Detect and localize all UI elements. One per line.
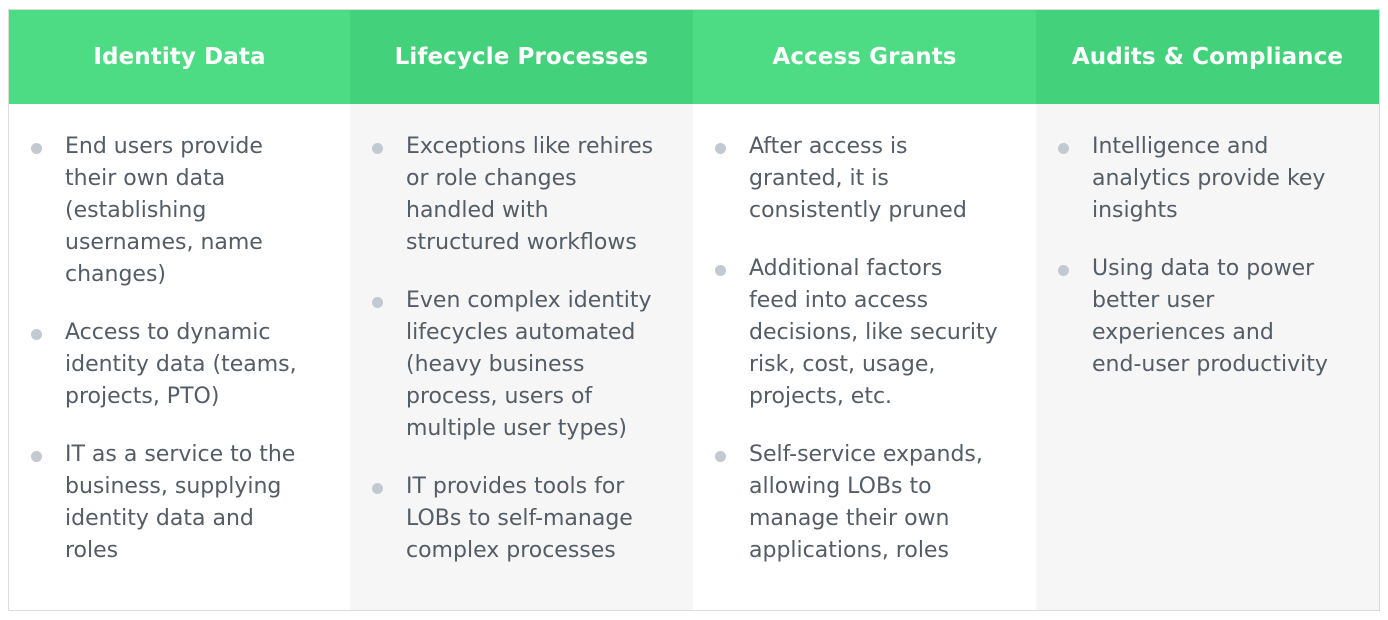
bullet-list: Exceptions like rehires or role changes … <box>350 131 693 567</box>
bullet-dot-icon <box>1058 143 1069 154</box>
bullet-text: IT provides tools for LOBs to self-manag… <box>406 474 633 563</box>
bullet-list: Intelligence and analytics provide key i… <box>1036 131 1379 381</box>
column-title: Access Grants <box>772 44 957 70</box>
column-header: Identity Data <box>9 10 350 104</box>
bullet-dot-icon <box>372 143 383 154</box>
column-audits-compliance: Audits & Compliance Intelligence and ana… <box>1036 10 1379 610</box>
bullet-text: Additional factors feed into access deci… <box>749 256 998 409</box>
column-header: Lifecycle Processes <box>350 10 693 104</box>
bullet-item: End users provide their own data (establ… <box>31 131 350 291</box>
bullet-item: After access is granted, it is consisten… <box>715 131 1036 227</box>
comparison-table: Identity Data End users provide their ow… <box>8 9 1380 611</box>
bullet-dot-icon <box>372 297 383 308</box>
column-body: End users provide their own data (establ… <box>9 104 350 610</box>
bullet-list: After access is granted, it is consisten… <box>693 131 1036 567</box>
bullet-item: Intelligence and analytics provide key i… <box>1058 131 1379 227</box>
bullet-dot-icon <box>31 329 42 340</box>
column-title: Identity Data <box>93 44 266 70</box>
bullet-text: IT as a service to the business, supplyi… <box>65 442 296 563</box>
bullet-dot-icon <box>31 143 42 154</box>
bullet-item: IT provides tools for LOBs to self-manag… <box>372 471 693 567</box>
bullet-item: Access to dynamic identity data (teams, … <box>31 317 350 413</box>
bullet-dot-icon <box>715 451 726 462</box>
bullet-text: Access to dynamic identity data (teams, … <box>65 320 297 409</box>
bullet-text: End users provide their own data (establ… <box>65 134 263 287</box>
bullet-dot-icon <box>1058 265 1069 276</box>
column-access-grants: Access Grants After access is granted, i… <box>693 10 1036 610</box>
column-body: After access is granted, it is consisten… <box>693 104 1036 610</box>
bullet-item: Exceptions like rehires or role changes … <box>372 131 693 259</box>
bullet-item: IT as a service to the business, supplyi… <box>31 439 350 567</box>
bullet-text: After access is granted, it is consisten… <box>749 134 967 223</box>
column-header: Audits & Compliance <box>1036 10 1379 104</box>
bullet-text: Intelligence and analytics provide key i… <box>1092 134 1326 223</box>
bullet-text: Self-service expands, allowing LOBs to m… <box>749 442 983 563</box>
column-body: Intelligence and analytics provide key i… <box>1036 104 1379 610</box>
bullet-text: Even complex identity lifecycles automat… <box>406 288 652 441</box>
column-lifecycle-processes: Lifecycle Processes Exceptions like rehi… <box>350 10 693 610</box>
column-body: Exceptions like rehires or role changes … <box>350 104 693 610</box>
bullet-list: End users provide their own data (establ… <box>9 131 350 567</box>
column-header: Access Grants <box>693 10 1036 104</box>
bullet-item: Additional factors feed into access deci… <box>715 253 1036 413</box>
column-title: Lifecycle Processes <box>394 44 649 70</box>
bullet-item: Self-service expands, allowing LOBs to m… <box>715 439 1036 567</box>
bullet-dot-icon <box>372 483 383 494</box>
bullet-item: Even complex identity lifecycles automat… <box>372 285 693 445</box>
bullet-dot-icon <box>31 451 42 462</box>
bullet-dot-icon <box>715 265 726 276</box>
column-title: Audits & Compliance <box>1071 44 1344 70</box>
bullet-item: Using data to power better user experien… <box>1058 253 1379 381</box>
bullet-text: Exceptions like rehires or role changes … <box>406 134 654 255</box>
column-identity-data: Identity Data End users provide their ow… <box>9 10 350 610</box>
bullet-text: Using data to power better user experien… <box>1092 256 1328 377</box>
bullet-dot-icon <box>715 143 726 154</box>
